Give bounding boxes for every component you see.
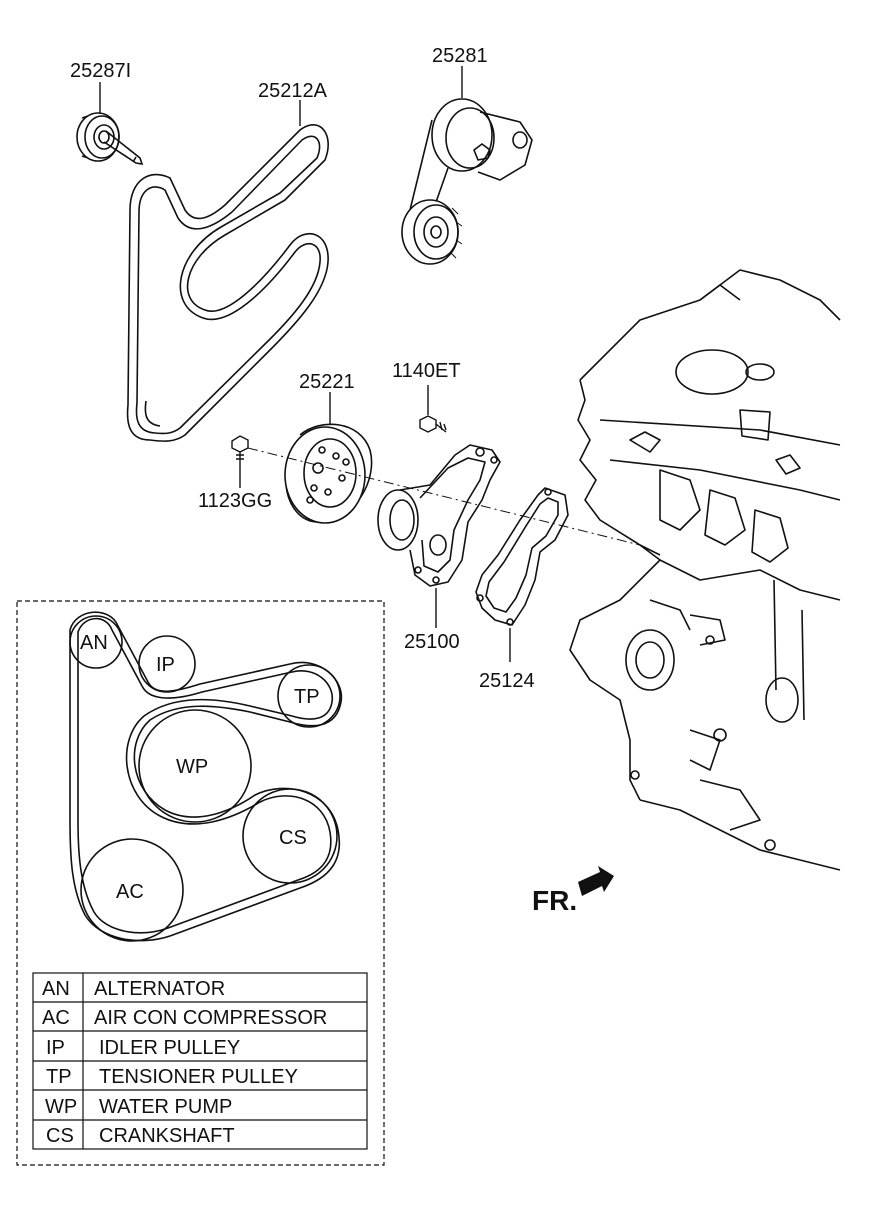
part-number-25124[interactable]: 25124 (479, 670, 535, 692)
routing-label-TP: TP (294, 686, 320, 708)
front-arrow-icon (578, 866, 614, 896)
legend-table (32, 972, 368, 1150)
part-number-25221[interactable]: 25221 (299, 371, 355, 393)
routing-label-CS: CS (279, 827, 307, 849)
legend-name: IDLER PULLEY (99, 1037, 240, 1059)
legend-abbr: AC (42, 1007, 70, 1029)
belt-routing-diagram (69, 611, 343, 942)
front-direction-label: FR. (532, 885, 577, 916)
alignment-line (247, 447, 641, 546)
idler-pulley-part[interactable] (76, 112, 144, 166)
engine-block-illustration (569, 269, 841, 871)
gasket-part[interactable] (475, 487, 569, 626)
water-pump-part[interactable] (377, 444, 501, 587)
part-number-1123GG[interactable]: 1123GG (198, 490, 272, 512)
routing-label-AN: AN (80, 632, 108, 654)
legend-abbr: CS (46, 1125, 74, 1147)
tensioner-assembly-part[interactable] (401, 98, 533, 265)
drive-belt-part[interactable] (126, 124, 329, 442)
legend-name: CRANKSHAFT (99, 1125, 235, 1147)
part-number-25212A[interactable]: 25212A (258, 80, 328, 102)
legend-abbr: TP (46, 1066, 72, 1088)
bolt-1140ET-part[interactable] (419, 415, 447, 433)
part-number-25100[interactable]: 25100 (404, 631, 460, 653)
routing-label-AC: AC (116, 881, 144, 903)
routing-label-IP: IP (156, 654, 175, 676)
legend-name: TENSIONER PULLEY (99, 1066, 298, 1088)
legend-abbr: IP (46, 1037, 65, 1059)
part-number-25281[interactable]: 25281 (432, 45, 488, 67)
legend-abbr: WP (45, 1096, 77, 1118)
routing-label-WP: WP (176, 756, 208, 778)
water-pump-pulley-part[interactable] (284, 423, 373, 524)
legend-name: AIR CON COMPRESSOR (94, 1007, 327, 1029)
legend-abbr: AN (42, 978, 70, 1000)
belt-routing-panel (16, 600, 385, 1166)
legend-name: ALTERNATOR (94, 978, 225, 1000)
part-number-1140ET[interactable]: 1140ET (392, 360, 461, 382)
bolt-1123GG-part[interactable] (231, 435, 249, 462)
legend-name: WATER PUMP (99, 1096, 232, 1118)
part-number-25287I[interactable]: 25287I (70, 60, 131, 82)
